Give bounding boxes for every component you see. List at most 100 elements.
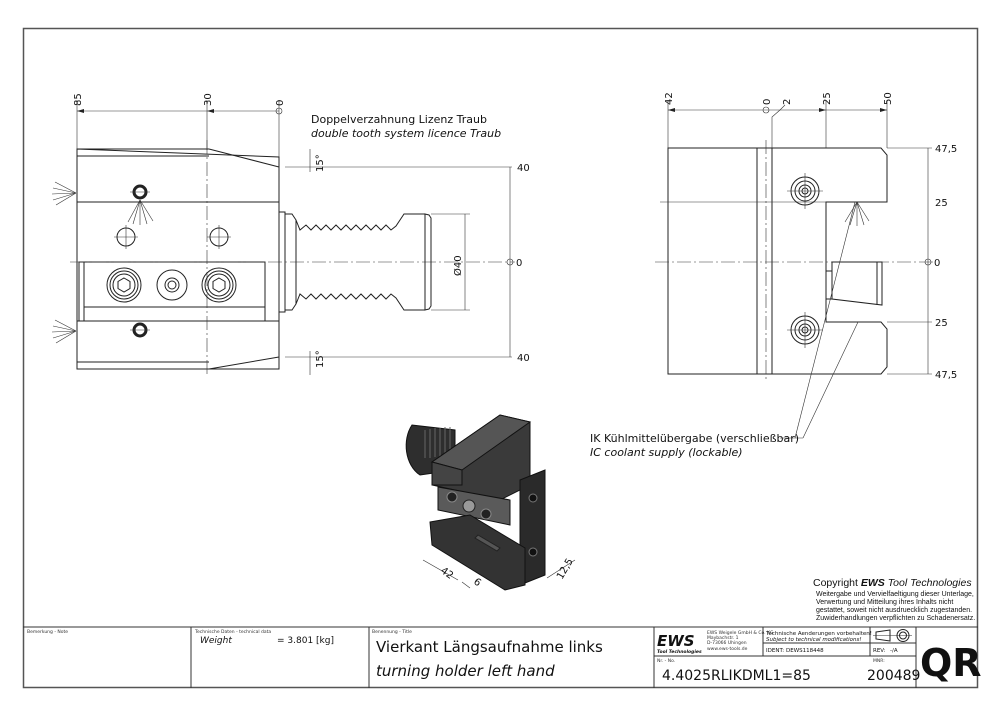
company-line: www.ews-tools.de bbox=[707, 646, 748, 652]
datum-origin-icon bbox=[275, 107, 283, 115]
socket-screw-icon bbox=[787, 312, 823, 348]
dim-angle-bottom: 15° bbox=[315, 350, 326, 368]
clamp-edge bbox=[825, 270, 833, 300]
dim-0-mid: 0 bbox=[516, 258, 522, 269]
ident-label: IDENT: bbox=[766, 648, 784, 654]
coolant-spray-icon bbox=[844, 201, 870, 226]
side-view: 42 0 2 25 50 bbox=[590, 92, 957, 459]
plug-icon bbox=[130, 184, 150, 200]
iso-slot bbox=[474, 534, 501, 552]
copyright-heading: Copyright EWS Tool Technologies bbox=[813, 577, 972, 589]
weight-label: Weight bbox=[200, 636, 232, 646]
iso-dimension-line bbox=[422, 559, 459, 581]
note-double-tooth-de: Doppelverzahnung Lizenz Traub bbox=[311, 113, 487, 126]
datum-origin-icon bbox=[506, 258, 514, 266]
title-english: turning holder left hand bbox=[376, 662, 555, 680]
iso-nozzle-icon bbox=[462, 499, 476, 513]
copyright-line: Verwertung und Mitteilung ihres Inhalts … bbox=[816, 599, 953, 606]
title-block: Bemerkung - Note Technische Daten - tech… bbox=[23, 626, 982, 688]
copyright-notice: Copyright EWS Tool Technologies Weiterga… bbox=[813, 577, 975, 622]
chamfer-edge bbox=[208, 148, 280, 168]
company-line: Maybachstr. 1 bbox=[707, 635, 739, 641]
front-view: 85 30 0 bbox=[51, 93, 530, 375]
dim-2: 2 bbox=[782, 99, 793, 105]
datum-origin-icon bbox=[924, 258, 932, 266]
dim-0-mid: 0 bbox=[934, 258, 940, 269]
note-coolant-en: IC coolant supply (lockable) bbox=[590, 446, 743, 459]
logo-text: EWS bbox=[657, 632, 695, 650]
dim-47-5-bottom: 47,5 bbox=[935, 370, 957, 381]
mnr-value: 200489 bbox=[867, 668, 920, 684]
iso-base bbox=[429, 514, 526, 591]
coolant-nozzle-icon bbox=[156, 269, 188, 301]
iso-screw-icon bbox=[528, 547, 538, 557]
ews-logo: EWS Tool Technologies bbox=[657, 632, 702, 655]
side-body-outline bbox=[667, 147, 888, 375]
iso-dim-6: 6 bbox=[471, 576, 483, 589]
arrow-icon bbox=[668, 108, 675, 112]
dim-40-top: 40 bbox=[517, 163, 530, 174]
copyright-line: Zuwiderhandlungen verpflichten zu Schade… bbox=[816, 615, 975, 622]
dim-25: 25 bbox=[822, 92, 833, 105]
iso-dim-12-5: 12,5 bbox=[555, 557, 576, 582]
iso-dimension-line bbox=[546, 559, 576, 579]
dim-42: 42 bbox=[664, 92, 675, 105]
technical-data-label: Technische Daten - technical data bbox=[194, 629, 271, 635]
arrow-icon bbox=[880, 108, 887, 112]
part-number: 4.4025RLIKDML1=85 bbox=[662, 668, 811, 684]
projection-symbol-icon bbox=[873, 629, 912, 642]
isometric-view: 42 6 12,5 bbox=[405, 414, 576, 591]
clamp-block bbox=[831, 261, 883, 306]
plug-icon bbox=[130, 322, 150, 338]
rev-value: -/A bbox=[890, 648, 898, 654]
holder-body-outline bbox=[76, 148, 280, 370]
dim-50: 50 bbox=[883, 92, 894, 105]
dim-40-bottom: 40 bbox=[517, 353, 530, 364]
dim-diameter-40: Ø40 bbox=[452, 255, 464, 276]
coolant-spray-icon bbox=[51, 181, 77, 206]
arrow-icon bbox=[819, 108, 826, 112]
changes-notice-de: Technische Aenderungen vorbehalten! bbox=[765, 631, 872, 637]
small-hole-icon bbox=[114, 225, 138, 249]
note-coolant-de: IK Kühlmittelübergabe (verschließbar) bbox=[590, 432, 799, 445]
company-line: D-73066 Uhingen bbox=[707, 640, 747, 646]
chamfer-edge bbox=[208, 356, 280, 370]
dim-85: 85 bbox=[73, 93, 84, 106]
datum-origin-icon bbox=[762, 106, 770, 114]
changes-notice-en: Subject to technical modifications! bbox=[766, 637, 862, 643]
arrow-icon bbox=[77, 109, 84, 113]
note-double-tooth-en: double tooth system licence Traub bbox=[311, 127, 501, 140]
leader-line bbox=[802, 321, 859, 439]
note-label: Bemerkung - Note bbox=[27, 629, 68, 635]
copyright-line: Weitergabe und Vervielfaeltigung dieser … bbox=[816, 591, 974, 598]
dim-25-top: 25 bbox=[935, 198, 948, 209]
dim-angle-top: 15° bbox=[315, 154, 326, 172]
logo-subtitle: Tool Technologies bbox=[657, 649, 702, 655]
drawing-frame bbox=[22, 27, 979, 689]
dim-0: 0 bbox=[762, 99, 773, 105]
title-german: Vierkant Längsaufnahme links bbox=[376, 638, 603, 656]
arrow-icon bbox=[207, 109, 214, 113]
iso-front-face bbox=[431, 461, 463, 486]
hex-screw-icon bbox=[106, 267, 142, 303]
socket-screw-icon bbox=[787, 173, 823, 209]
hex-screw-icon bbox=[201, 267, 237, 303]
dim-30: 30 bbox=[203, 93, 214, 106]
ident-value: DEWS118448 bbox=[786, 648, 824, 654]
small-hole-icon bbox=[207, 225, 231, 249]
coolant-spray-icon bbox=[127, 199, 154, 225]
dim-0: 0 bbox=[275, 100, 286, 106]
qr-code-label: QR bbox=[920, 641, 982, 685]
iso-screw-icon bbox=[446, 491, 458, 503]
iso-screw-icon bbox=[480, 508, 492, 520]
leader-line bbox=[794, 201, 856, 439]
title-label: Benennung - Title bbox=[372, 629, 412, 635]
iso-dimension-line bbox=[461, 581, 471, 589]
mnr-label: MNR: bbox=[873, 658, 885, 664]
dim-25-bottom: 25 bbox=[935, 318, 948, 329]
leader-line bbox=[771, 104, 786, 148]
copyright-line: gestattet, soweit nicht ausdruecklich zu… bbox=[816, 607, 972, 614]
coolant-spray-icon bbox=[51, 319, 77, 344]
iso-screw-icon bbox=[528, 493, 538, 503]
